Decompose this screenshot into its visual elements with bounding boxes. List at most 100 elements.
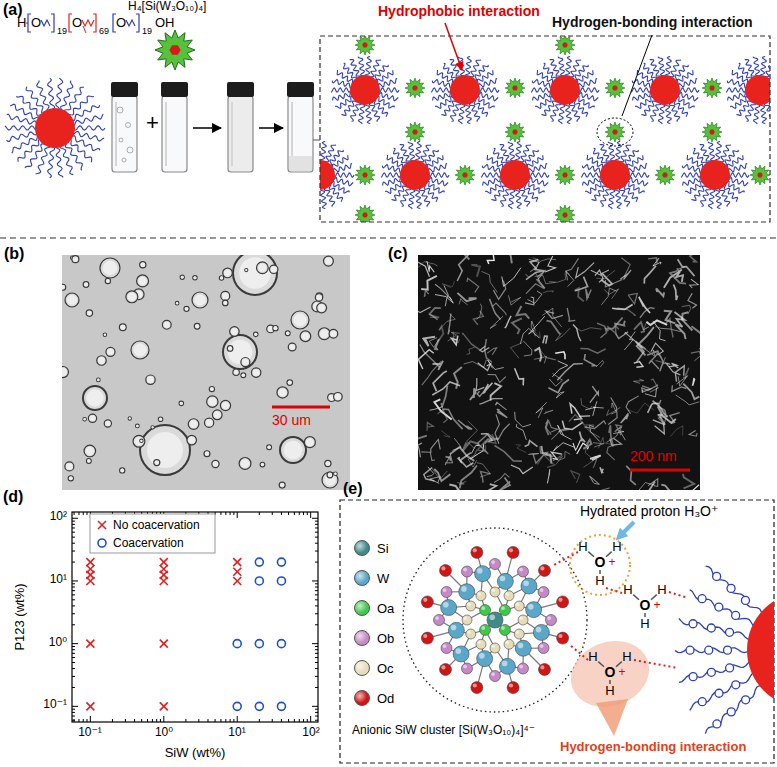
polymer-chain: [375, 96, 394, 108]
x-marker: [98, 521, 106, 529]
polymer-chain: [391, 186, 408, 200]
legend-frame: [90, 514, 215, 553]
x-marker: [160, 558, 168, 566]
polymer-chain: [359, 103, 365, 124]
line: [72, 580, 78, 581]
cluster-center: [562, 213, 568, 218]
network-strand: [575, 277, 588, 291]
atom-highlight: [455, 648, 461, 654]
network-strand: [546, 419, 552, 435]
network-strand: [490, 316, 503, 328]
atom-highlight: [491, 672, 495, 676]
network-strand: [442, 281, 454, 288]
droplet-center: [105, 421, 110, 426]
polyoxometalate-cluster: [505, 122, 525, 142]
polymer-chain: [55, 146, 63, 177]
panel-label: (d): [3, 488, 23, 506]
network-strand: [543, 291, 554, 293]
polyoxometalate-cluster: [555, 205, 575, 222]
cluster-center: [462, 173, 468, 178]
polymer-chain: [415, 188, 421, 209]
droplet: [83, 417, 86, 420]
droplet: [285, 331, 290, 336]
line: [310, 512, 311, 518]
polymer-chain: [665, 56, 671, 77]
droplet-center: [302, 332, 310, 340]
droplet-center: [271, 266, 277, 272]
atom-highlight: [547, 616, 551, 620]
legend-entry: Si: [354, 540, 389, 556]
legend-marker: [96, 519, 108, 531]
line: [72, 587, 75, 588]
polymer-chain: [701, 187, 711, 207]
droplet-center: [320, 329, 329, 338]
polymer-chain: [578, 88, 599, 92]
polymer-chain: [525, 181, 544, 193]
droplet-center: [222, 402, 229, 409]
line: [72, 720, 75, 721]
droplet: [105, 278, 110, 283]
ether-oxygen: [713, 720, 721, 728]
micelle-core: [500, 160, 530, 190]
polymer-chain: [608, 142, 615, 162]
line: [72, 624, 75, 625]
droplet: [317, 303, 327, 313]
line: [315, 720, 318, 721]
atom-highlight: [479, 653, 485, 659]
line: [237, 716, 238, 722]
line: [315, 668, 318, 669]
polymer-chain: [763, 60, 770, 77]
atom-highlight: [463, 665, 467, 669]
atom-highlight: [492, 589, 496, 593]
atom-label: H: [605, 684, 614, 699]
network-strand: [427, 422, 434, 430]
atom: [557, 632, 569, 644]
droplet: [194, 323, 200, 329]
network-strand: [682, 312, 692, 330]
vial: [228, 96, 253, 172]
polymer-chain: [394, 148, 407, 166]
x-marker: [160, 558, 168, 566]
network-strand: [439, 314, 455, 330]
atom: [421, 632, 433, 644]
atom-highlight: [501, 606, 505, 610]
polymer-chain: [587, 155, 603, 170]
polymer-chain: [415, 141, 421, 162]
formula-subscript: 69: [99, 26, 109, 36]
line: [78, 512, 79, 515]
atom: [440, 663, 452, 675]
network-strand: [482, 271, 498, 292]
network-strand: [457, 481, 466, 484]
droplet-center: [223, 301, 227, 305]
tick-label: 10²: [50, 510, 67, 524]
legend-entry: Od: [354, 690, 394, 706]
legend-swatch: [354, 690, 370, 706]
droplet: [65, 293, 79, 307]
network-strand: [612, 305, 633, 310]
x-marker: [98, 521, 106, 529]
line: [72, 668, 75, 669]
droplet-center: [220, 276, 223, 279]
line: [315, 709, 318, 710]
atom: [475, 566, 491, 582]
droplet: [192, 292, 208, 308]
polymer-chain: [437, 70, 453, 85]
atom: [533, 624, 549, 640]
network-strand: [509, 295, 521, 305]
droplet: [184, 306, 189, 311]
polymer-chain: [494, 148, 507, 166]
droplet: [128, 417, 131, 420]
droplet-center: [279, 388, 287, 396]
network-strand: [628, 294, 637, 304]
droplet-center: [181, 276, 184, 279]
line: [215, 719, 216, 722]
line: [220, 719, 221, 722]
line: [315, 613, 318, 614]
droplet: [260, 462, 265, 467]
line: [315, 594, 318, 595]
droplet-center: [261, 463, 264, 466]
ether-oxygen: [689, 620, 697, 628]
polymer-chain: [679, 619, 751, 640]
network-strand: [488, 360, 504, 370]
polymer-chain: [577, 93, 598, 101]
